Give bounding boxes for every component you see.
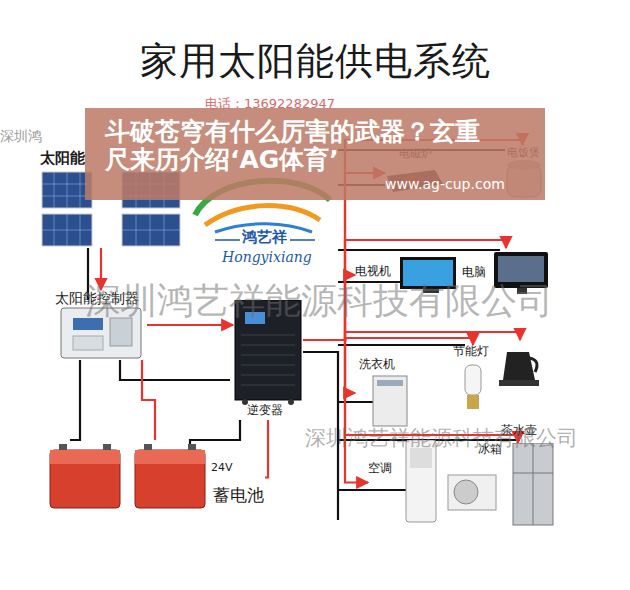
node-note: 24V [211,462,233,475]
node-label: 节能灯 [453,345,489,359]
power-wire [303,332,520,340]
watermark: 深圳鸿艺祥能源科技有限公司 [305,426,578,450]
power-wire [303,340,368,483]
watermark: 深圳鸿艺祥能源科技有限公司 [85,280,553,321]
phone-number: 电话：13692282947 [205,97,335,112]
power-wire [142,360,155,440]
battery-bank: 蓄电池 24V [45,440,265,515]
appliance: 洗衣机 [355,358,410,428]
node-label: 洗衣机 [359,358,395,372]
watermark: 深圳鸿 [0,128,42,144]
node-label: 电脑 [462,266,486,280]
node-label: 逆变器 [247,404,283,418]
power-wire [303,340,355,393]
diagram-title: 家用太阳能供电系统 [0,36,630,87]
node-label: 电视机 [355,265,391,279]
overlay-banner: 斗破苍穹有什么厉害的武器？玄重尺来历介绍‘AG体育’ www.ag-cup.com [85,108,545,200]
appliance: 茶水壶 [495,340,545,440]
node-label: 太阳能 [40,150,85,167]
node-label: 蓄电池 [213,486,264,506]
node-label: 空调 [368,462,392,476]
node-label: 斗破苍穹有什么厉害的武器？玄重尺来历介绍‘AG体育’ [105,118,500,174]
appliance: 冰箱 [478,443,558,528]
power-wire [147,324,233,326]
power-wire [265,420,268,478]
logo-name: 鸿艺祥 [242,229,287,246]
node-note: www.ag-cup.com [385,176,505,192]
appliance: 节能灯 [453,345,493,425]
logo-name: Hongyixiang [222,249,312,265]
